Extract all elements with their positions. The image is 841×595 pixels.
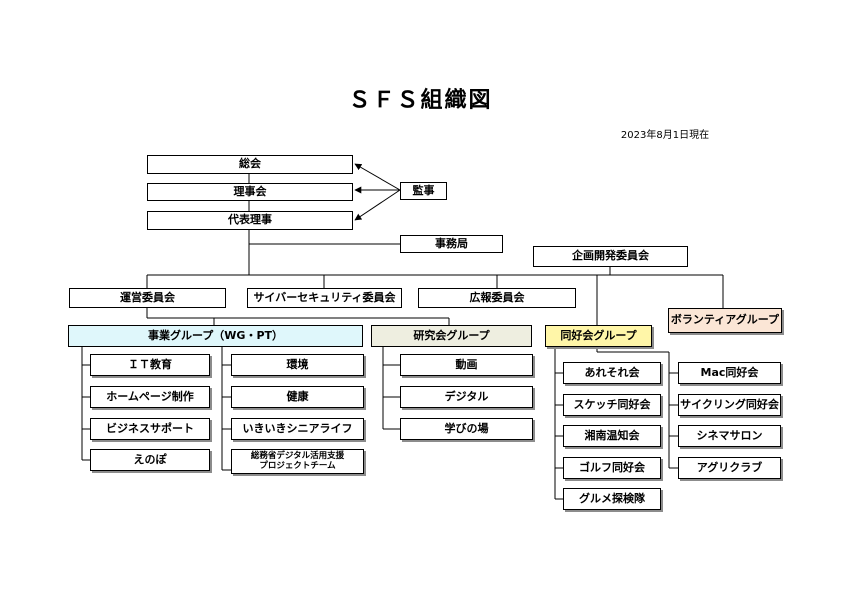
soumusho-pt-line2: プロジェクトチーム xyxy=(259,460,336,471)
box-dokokai-group: 同好会グループ xyxy=(545,325,652,347)
box-agri-club: アグリクラブ xyxy=(678,457,781,479)
box-golf: ゴルフ同好会 xyxy=(563,457,661,479)
box-volunteer-group: ボランティアグループ xyxy=(668,308,782,333)
box-digital: デジタル xyxy=(400,386,533,408)
box-ikiiki-senior: いきいきシニアライフ xyxy=(231,418,364,440)
box-it-kyoiku: ＩＴ教育 xyxy=(90,354,210,376)
box-kenko: 健康 xyxy=(231,386,364,408)
box-daihyo-riji: 代表理事 xyxy=(147,211,353,230)
box-sketch: スケッチ同好会 xyxy=(563,394,661,416)
box-kanji: 監事 xyxy=(400,182,447,200)
box-shonan-onchikai: 湘南温知会 xyxy=(563,425,661,447)
box-homepage: ホームページ制作 xyxy=(90,386,210,408)
soumusho-pt-line1: 総務省デジタル活用支援 xyxy=(250,450,345,461)
box-business-support: ビジネスサポート xyxy=(90,418,210,440)
box-doga: 動画 xyxy=(400,354,533,376)
box-gourmet: グルメ探検隊 xyxy=(563,488,661,510)
box-cinema-salon: シネマサロン xyxy=(678,425,781,447)
box-mac: Mac同好会 xyxy=(678,362,781,384)
box-rijikai: 理事会 xyxy=(147,183,353,201)
box-kankyo: 環境 xyxy=(231,354,364,376)
box-jimukyoku: 事務局 xyxy=(400,235,503,253)
box-unei-iinkai: 運営委員会 xyxy=(69,288,226,308)
box-cyber-iinkai: サイバーセキュリティ委員会 xyxy=(247,288,402,308)
box-kikaku-kaihatsu: 企画開発委員会 xyxy=(533,246,688,267)
box-kenkyukai-group: 研究会グループ xyxy=(371,325,532,347)
as-of-date: 2023年8月1日現在 xyxy=(620,130,710,141)
box-jigyo-group: 事業グループ（WG・PT） xyxy=(68,325,363,347)
box-aresore: あれそれ会 xyxy=(563,362,661,384)
box-sokai: 総会 xyxy=(147,155,353,174)
box-cycling: サイクリング同好会 xyxy=(678,394,781,416)
box-soumusho-pt: 総務省デジタル活用支援 プロジェクトチーム xyxy=(231,449,364,474)
page-title: ＳＦＳ組織図 xyxy=(348,88,493,113)
box-manabi-no-ba: 学びの場 xyxy=(400,418,533,440)
box-koho-iinkai: 広報委員会 xyxy=(418,288,576,308)
box-enopo: えのぽ xyxy=(90,449,210,471)
